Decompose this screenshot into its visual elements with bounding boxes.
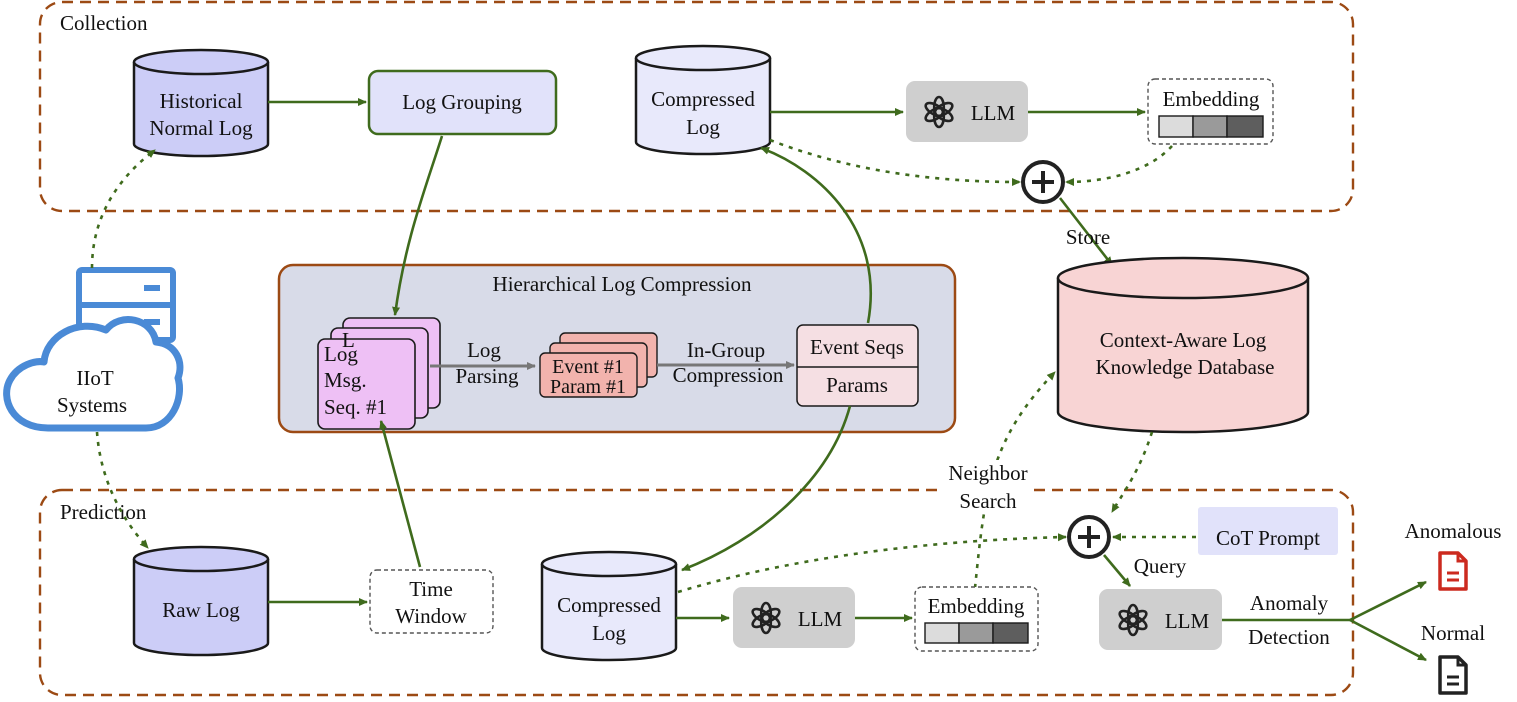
neighbor-search-label-bg — [942, 460, 1034, 512]
historical-log-line1: Historical — [160, 89, 243, 113]
normal-label: Normal — [1421, 621, 1485, 645]
arrow-grouping-to-logmsg — [392, 135, 444, 316]
llm-label-top: LLM — [971, 101, 1016, 125]
historical-log-line2: Normal Log — [149, 116, 253, 140]
log-msg-seq-line2: Msg. — [324, 368, 367, 392]
anomalous-label: Anomalous — [1405, 519, 1502, 543]
raw-log-label: Raw Log — [162, 598, 240, 622]
iiot-label-line1: IIoT — [76, 366, 113, 390]
cot-prompt-box — [1198, 507, 1338, 555]
query-llm-box — [1099, 589, 1222, 650]
event-label: Event #1 — [552, 356, 624, 378]
arrow-to-normal — [1349, 618, 1427, 662]
compressed-log-top-line2: Log — [686, 115, 720, 139]
log-msg-seq-line1: Log — [324, 342, 358, 366]
arrow-plus-to-database — [1058, 197, 1114, 266]
log-parsing-line2: Parsing — [456, 364, 520, 388]
arrow-compression-to-compressed-top — [760, 146, 873, 324]
collection-section — [38, 0, 1355, 213]
in-group-line1: In-Group — [687, 338, 765, 362]
anomaly-detection-line1: Anomaly — [1250, 591, 1329, 615]
dotted-database-to-plus — [1110, 431, 1154, 513]
time-window-box — [369, 569, 494, 634]
event-seqs-params-box — [796, 324, 919, 407]
dotted-iiot-to-rawlog — [95, 431, 149, 549]
embedding-vector-bottom — [924, 622, 1029, 644]
time-window-line1: Time — [409, 577, 453, 601]
params-label: Params — [826, 373, 888, 397]
log-parsing-line1: Log — [467, 338, 501, 362]
in-group-line2: Compression — [673, 363, 784, 387]
arrow-to-anomalous — [1349, 580, 1427, 622]
embedding-label-top: Embedding — [1163, 87, 1260, 111]
database-line2: Knowledge Database — [1095, 355, 1274, 379]
query-llm-label: LLM — [1165, 609, 1210, 633]
log-grouping-box — [367, 69, 558, 136]
prediction-section-label: Prediction — [60, 500, 147, 524]
anomaly-detection-line2: Detection — [1248, 625, 1330, 649]
arrow-compression-to-compressed-bottom — [681, 405, 852, 572]
dotted-compressed-to-plus — [769, 138, 1021, 186]
collection-section-label: Collection — [60, 11, 148, 35]
embedding-vector-top — [1158, 115, 1264, 138]
neighbor-search-line2: Search — [959, 489, 1017, 513]
embedding-label-bottom: Embedding — [928, 594, 1025, 618]
event-param-stack — [539, 332, 658, 398]
iiot-label-line2: Systems — [57, 393, 127, 417]
log-msg-seq-stack — [317, 317, 441, 430]
compression-panel-title: Hierarchical Log Compression — [493, 272, 752, 296]
compressed-log-cylinder-bottom — [540, 550, 678, 662]
param-label: Param #1 — [550, 376, 626, 398]
plus-circle-icon-bottom — [1067, 515, 1111, 559]
plus-circle-icon-top — [1021, 160, 1065, 204]
dotted-embedding-to-plus — [1065, 145, 1173, 186]
compressed-log-top-line1: Compressed — [651, 87, 755, 111]
log-msg-seq-line3: Seq. #1 — [324, 395, 387, 419]
raw-log-cylinder — [132, 545, 270, 657]
dotted-compressed-to-plus-bottom — [677, 533, 1067, 594]
normal-document-icon — [1438, 655, 1468, 695]
neighbor-search-line1: Neighbor — [948, 461, 1027, 485]
compressed-log-cylinder-top — [634, 44, 772, 156]
dotted-iiot-to-historical — [90, 148, 156, 269]
arrow-timewindow-to-logmsg — [379, 420, 422, 568]
knowledge-database-cylinder — [1056, 256, 1310, 434]
historical-log-cylinder — [132, 48, 270, 158]
llm-label-bottom: LLM — [798, 607, 843, 631]
event-seqs-label: Event Seqs — [810, 335, 904, 359]
anomalous-document-icon — [1438, 551, 1468, 591]
arrow-plus-to-query-llm — [1103, 554, 1131, 587]
log-msg-seq-peek: L — [342, 328, 355, 352]
prediction-section — [38, 488, 1355, 697]
store-label: Store — [1066, 225, 1110, 249]
cot-prompt-label: CoT Prompt — [1216, 526, 1320, 550]
log-grouping-label: Log Grouping — [402, 90, 522, 114]
time-window-line2: Window — [395, 604, 467, 628]
compressed-log-bottom-line1: Compressed — [557, 593, 661, 617]
cloud-icon — [3, 316, 184, 432]
compressed-log-bottom-line2: Log — [592, 621, 626, 645]
query-label: Query — [1134, 554, 1187, 578]
database-line1: Context-Aware Log — [1100, 328, 1267, 352]
